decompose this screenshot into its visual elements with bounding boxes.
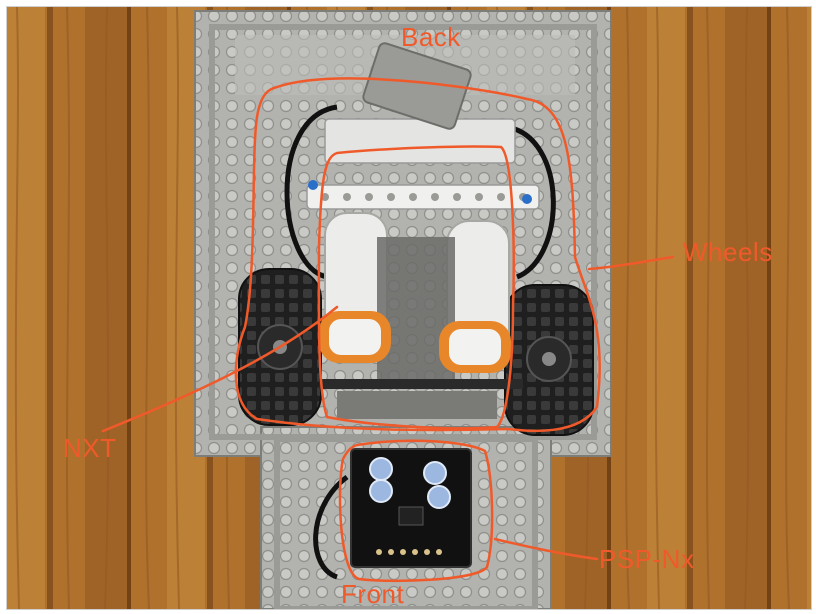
wheels-pointer (587, 255, 675, 271)
psp-nx-board (350, 448, 472, 568)
wheels-outline (234, 77, 601, 433)
cables (284, 104, 556, 580)
front-label: Front (341, 579, 405, 609)
annotation-outlines (101, 77, 675, 583)
psp-nx-label: PSP-Nx (599, 544, 695, 574)
wheels-label: Wheels (683, 237, 773, 267)
right-wheel (504, 284, 594, 436)
nxt-label: NXT (63, 433, 117, 463)
robot-photo: Back Wheels NXT PSP-Nx Front (6, 6, 812, 610)
nxt-pointer (101, 305, 339, 433)
psp-pointer (493, 537, 599, 561)
nxt-assembly (306, 42, 540, 419)
psp-outline (338, 439, 494, 583)
back-label: Back (401, 22, 461, 52)
nxt-outline (317, 145, 515, 430)
